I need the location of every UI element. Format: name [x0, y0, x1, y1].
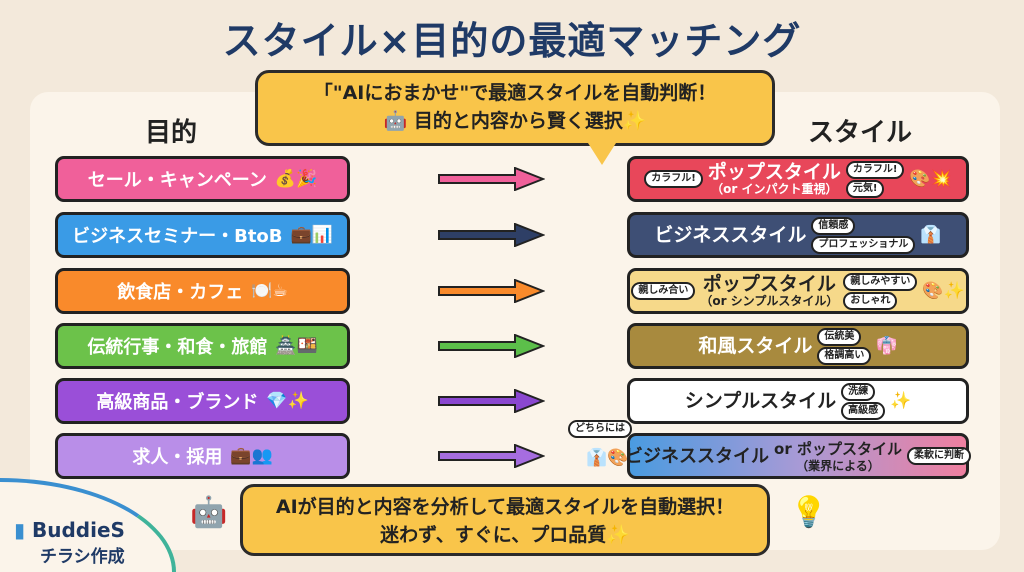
top-callout: 「"AIにおまかせ"で最適スタイルを自動判断！ 🤖 目的と内容から賢く選択✨ — [255, 70, 775, 165]
speech-bubble: どちらには — [568, 420, 632, 438]
speech-bubble: カラフル! — [845, 160, 905, 179]
purpose-label: 求人・採用 — [132, 447, 223, 468]
brand-b-icon: ▮ — [14, 518, 26, 542]
speech-bubble: 元気! — [845, 179, 885, 198]
purpose-label: 伝統行事・和食・旅館 — [87, 337, 268, 358]
speech-bubble: おしゃれ — [843, 291, 898, 310]
arrow-icon — [438, 334, 545, 358]
style-label: ポップスタイル — [707, 160, 841, 183]
purpose-label: ビジネスセミナー・BtoB — [72, 226, 283, 247]
top-callout-line1: 「"AIにおまかせ"で最適スタイルを自動判断！ — [313, 82, 717, 104]
top-callout-line2: 目的と内容から賢く選択✨ — [413, 110, 647, 132]
arrow-icon — [438, 167, 545, 191]
style-box: カラフル!ポップスタイル（or インパクト重視）カラフル!元気!🎨💥 — [627, 156, 969, 202]
arrow-icon — [438, 389, 545, 413]
purpose-box: 求人・採用 💼👥 — [55, 433, 350, 479]
arrow-icon — [438, 444, 545, 468]
style-label: ビジネススタイル — [654, 223, 807, 246]
style-box: シンプルスタイル洗練高級感✨ — [627, 378, 969, 424]
bottom-callout-line1: AIが目的と内容を分析して最適スタイルを自動選択！ — [275, 496, 735, 518]
purpose-box: セール・キャンペーン 💰🎉 — [55, 156, 350, 202]
purpose-icons: 🍽️☕ — [251, 281, 288, 301]
brand-sub: チラシ作成 — [40, 547, 125, 567]
style-label: シンプルスタイル — [684, 389, 837, 412]
purpose-label: 飲食店・カフェ — [117, 282, 244, 303]
speech-bubble: 親しみやすい — [843, 272, 918, 291]
arrow-icon — [438, 223, 545, 247]
style-sub: （or インパクト重視） — [711, 181, 838, 196]
purpose-box: 高級商品・ブランド 💎✨ — [55, 378, 350, 424]
page-title: スタイル×目的の最適マッチング — [222, 19, 802, 63]
speech-bubble: 柔軟に判断 — [906, 447, 971, 465]
speech-bubble: 伝統美 — [817, 327, 862, 346]
style-icons: 🎨✨ — [922, 281, 965, 301]
purpose-icons: 🏯🍱 — [275, 336, 318, 356]
purpose-label: セール・キャンペーン — [87, 170, 267, 191]
speech-bubble: 洗練 — [841, 382, 876, 401]
style-icons: 👔🎨 — [586, 448, 629, 468]
style-or-label: or ポップスタイル — [774, 440, 902, 458]
bottom-callout: AIが目的と内容を分析して最適スタイルを自動選択！ 迷わず、すぐに、プロ品質✨ — [240, 484, 770, 556]
style-box: ビジネススタイル信頼感プロフェッショナル👔 — [627, 212, 969, 258]
brand-name: BuddieS — [31, 518, 125, 542]
speech-bubble: 信頼感 — [811, 216, 856, 235]
purpose-label: 高級商品・ブランド — [96, 392, 259, 413]
robot-icon: 🤖 — [190, 495, 228, 530]
style-label: ポップスタイル — [702, 272, 836, 295]
purpose-box: 伝統行事・和食・旅館 🏯🍱 — [55, 323, 350, 369]
style-sub: （or シンプルスタイル） — [700, 293, 839, 308]
purpose-icons: 💰🎉 — [274, 169, 318, 189]
arrow-icon — [438, 279, 545, 303]
brand-logo: ▮ BuddieS チラシ作成 — [14, 518, 125, 567]
purpose-icons: 💼👥 — [230, 446, 273, 466]
purpose-icons: 💼📊 — [290, 225, 333, 245]
right-header: スタイル — [808, 118, 913, 148]
robot-icon: 🤖 — [383, 110, 408, 132]
speech-bubble: カラフル! — [644, 170, 703, 188]
speech-bubble: 格調高い — [817, 346, 872, 365]
style-icons: ✨ — [890, 391, 912, 411]
style-icons: 👔 — [920, 225, 942, 245]
style-icons: 🎨💥 — [909, 169, 952, 189]
purpose-icons: 💎✨ — [266, 391, 309, 411]
speech-bubble: 高級感 — [841, 401, 886, 420]
style-sub: （業界による） — [796, 459, 880, 473]
bottom-callout-line2: 迷わず、すぐに、プロ品質✨ — [380, 524, 630, 546]
style-box: 親しみ合いポップスタイル（or シンプルスタイル） 親しみやすいおしゃれ 🎨✨ — [627, 268, 969, 314]
lightbulb-icon: 💡 — [790, 495, 828, 530]
speech-bubble: プロフェッショナル — [811, 235, 916, 254]
purpose-box: ビジネスセミナー・BtoB 💼📊 — [55, 212, 350, 258]
purpose-box: 飲食店・カフェ 🍽️☕ — [55, 268, 350, 314]
left-header: 目的 — [145, 118, 198, 148]
style-box: 和風スタイル伝統美格調高い👘 — [627, 323, 969, 369]
speech-bubble: 親しみ合い — [631, 282, 696, 300]
style-label: ビジネススタイル — [625, 445, 770, 467]
style-icons: 👘 — [876, 336, 898, 356]
style-label: 和風スタイル — [698, 334, 813, 357]
